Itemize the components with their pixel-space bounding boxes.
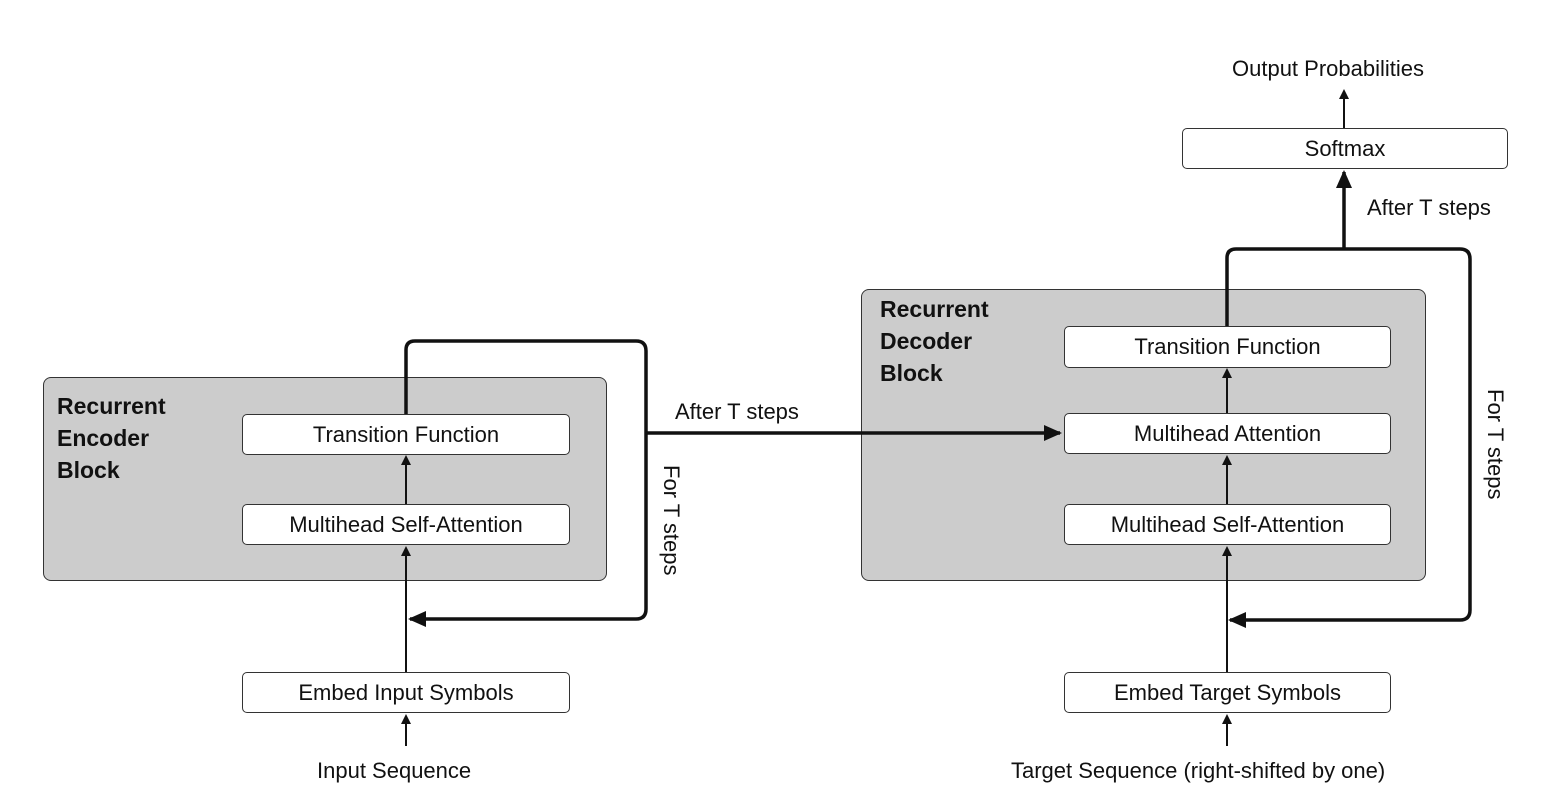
encoder-embed-box: Embed Input Symbols [242, 672, 570, 713]
encoder-loop-label: For T steps [659, 465, 684, 576]
decoder-input-label: Target Sequence (right-shifted by one) [1011, 758, 1386, 783]
decoder-embed-box: Embed Target Symbols [1064, 672, 1391, 713]
decoder-loop-label: For T steps [1483, 389, 1508, 500]
decoder-attention: Multihead Attention [1064, 413, 1391, 454]
encoder-input-label: Input Sequence [317, 758, 472, 783]
output-probabilities-label: Output Probabilities [1232, 56, 1424, 81]
softmax-box: Softmax [1182, 128, 1508, 169]
encoder-transition-function: Transition Function [242, 414, 570, 455]
bridge-after-steps-label: After T steps [675, 399, 799, 424]
decoder-block-title: Recurrent Decoder Block [880, 296, 989, 386]
encoder-block-title: Recurrent Encoder Block [57, 393, 166, 483]
decoder-self-attention: Multihead Self-Attention [1064, 504, 1391, 545]
encoder-self-attention: Multihead Self-Attention [242, 504, 570, 545]
decoder-transition-function: Transition Function [1064, 326, 1391, 368]
encoder-block [43, 377, 607, 581]
output-after-steps-label: After T steps [1367, 195, 1491, 220]
